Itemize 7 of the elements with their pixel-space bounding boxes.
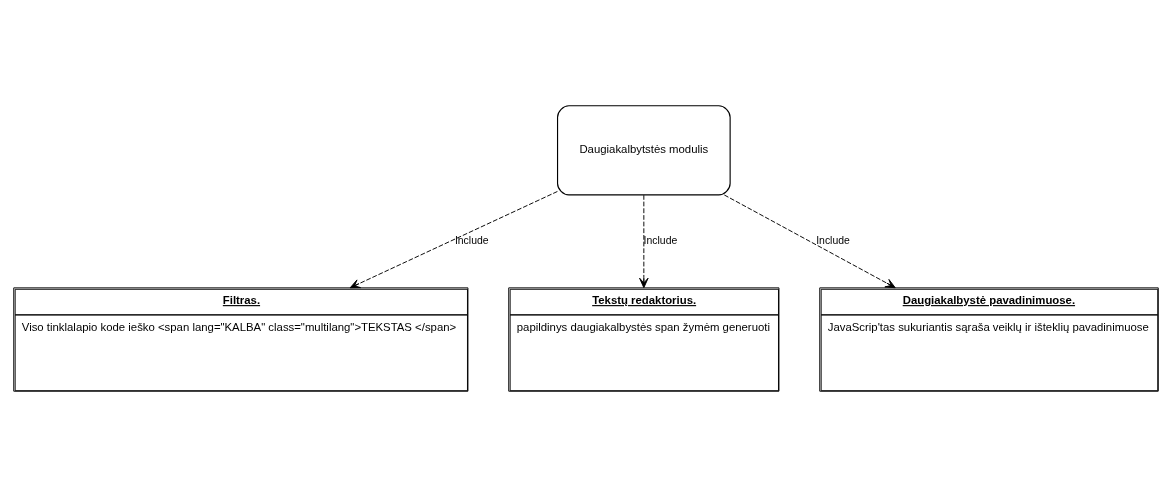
arrow bbox=[639, 194, 649, 289]
node-box: Daugiakalbytstės modulis bbox=[556, 105, 731, 196]
edge-label: Include bbox=[816, 235, 850, 247]
arrow bbox=[349, 191, 558, 289]
arrow bbox=[723, 194, 896, 289]
edge-label: Include bbox=[454, 235, 489, 247]
edge-label: Include bbox=[643, 235, 678, 247]
